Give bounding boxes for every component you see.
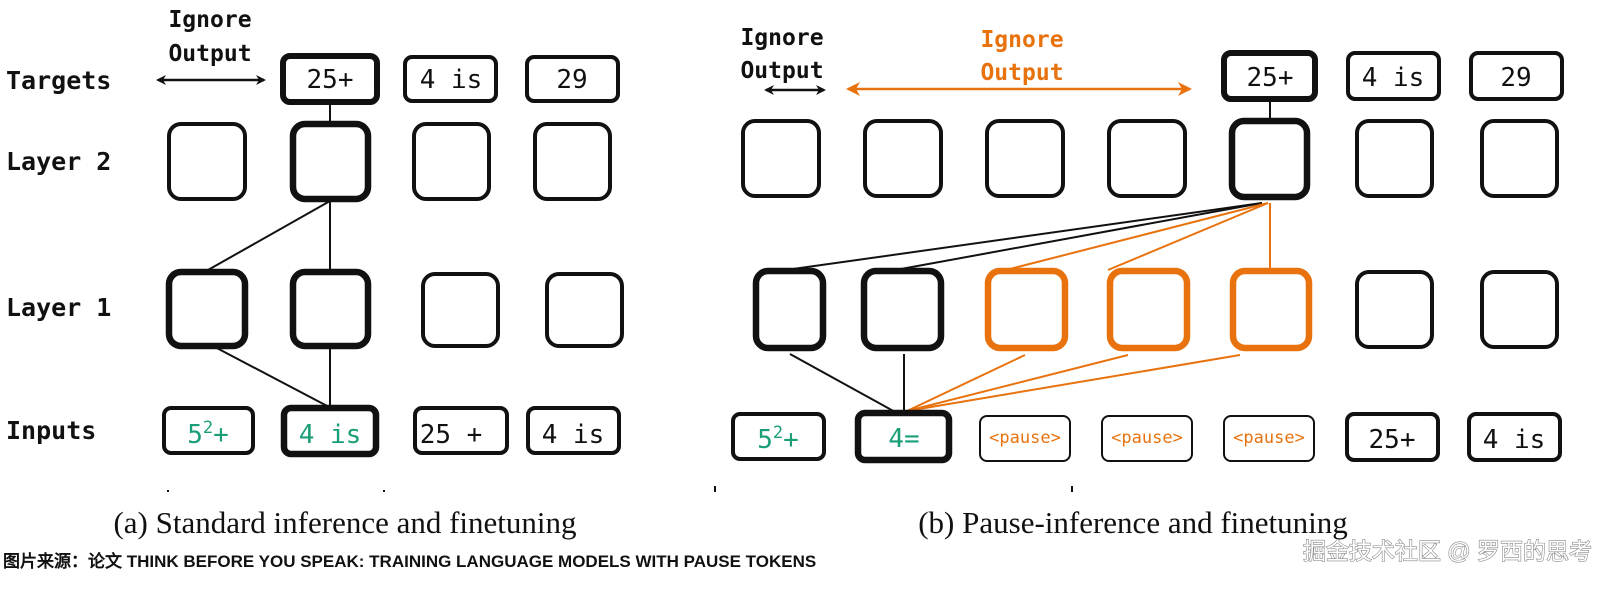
target-token-b-2 [1469, 51, 1564, 101]
tick-mark [714, 486, 716, 492]
input-token-b-6 [1467, 412, 1562, 462]
input-token-b-pause [1223, 415, 1315, 462]
input-text-b-6: 4 is [1483, 425, 1546, 455]
row-label-layer1: Layer 1 [6, 293, 111, 322]
edge-b [789, 353, 898, 414]
tick-mark [1071, 486, 1073, 492]
layer1-node-a [421, 272, 500, 348]
input-token-a-3 [526, 406, 621, 455]
target-token-a-1 [403, 55, 498, 103]
edge-a [207, 200, 331, 271]
ignore-output-label-a-line1: Ignore [168, 7, 251, 33]
ignore-output-label-b-line1: Ignore [740, 25, 823, 51]
input-token-a-1 [280, 404, 380, 458]
input-text-a-2: 25 + [420, 420, 483, 450]
source-credit: 图片来源：论文 THINK BEFORE YOU SPEAK: TRAINING… [3, 551, 816, 571]
input-text-a-3: 4 is [542, 420, 605, 450]
layer1-node-b [1480, 270, 1559, 349]
layer2-node-a [533, 122, 612, 201]
tick-mark [383, 490, 385, 492]
layer2-node-b [985, 119, 1065, 198]
ignore-output-label-a-line2: Output [168, 41, 251, 67]
layer1-node-a [545, 272, 624, 348]
layer1-node-b-pause [984, 267, 1069, 352]
row-label-inputs: Inputs [6, 416, 96, 445]
layer2-node-b-active [1228, 117, 1311, 201]
layer2-node-b [1480, 119, 1559, 198]
edge-b-pause [906, 354, 1241, 412]
target-text-a-0: 25+ [307, 65, 354, 95]
layer2-node-b [1355, 119, 1434, 198]
target-token-b-0 [1221, 50, 1318, 102]
target-token-a-2 [525, 55, 620, 103]
input-token-b-0 [731, 412, 826, 461]
input-token-a-0 [162, 406, 255, 455]
target-text-b-2: 29 [1500, 63, 1531, 93]
row-label-layer2: Layer 2 [6, 147, 111, 176]
layer1-node-b-pause [1106, 267, 1191, 352]
edge-a [212, 345, 332, 409]
target-text-a-2: 29 [556, 65, 587, 95]
edge-b [900, 202, 1263, 270]
target-token-a-0 [280, 53, 380, 105]
edge-b [792, 202, 1263, 270]
input-text-a-1: 4 is [299, 420, 362, 450]
edge-b-pause [1107, 202, 1269, 271]
layer1-node-b-active [860, 267, 945, 352]
pause-token-text: <pause> [1111, 428, 1183, 448]
input-token-b-pause [1101, 415, 1193, 462]
caption-b: (b) Pause-inference and finetuning [918, 505, 1348, 540]
input-token-a-2 [413, 406, 509, 455]
layer1-node-b-active [752, 267, 827, 352]
layer1-node-a-active [289, 268, 372, 350]
ignore-pause-label-line2: Output [980, 60, 1063, 86]
ignore-pause-label-line1: Ignore [980, 27, 1063, 53]
input-token-b-pause [979, 415, 1071, 462]
layer1-node-b-pause [1229, 267, 1313, 352]
ignore-output-label-b-line2: Output [740, 58, 823, 84]
edge-b-pause [906, 354, 1129, 412]
row-label-targets: Targets [6, 66, 111, 95]
layer2-node-a-active [289, 120, 372, 203]
layer2-node-a [412, 122, 491, 201]
input-text-b-0: 52+ [757, 423, 799, 455]
pause-token-text: <pause> [1233, 428, 1305, 448]
edge-b-pause [1005, 202, 1269, 271]
caption-a: (a) Standard inference and finetuning [113, 505, 576, 540]
target-text-b-1: 4 is [1362, 63, 1425, 93]
watermark: 掘金技术社区 @ 罗西的思考 [1303, 538, 1592, 564]
layer1-node-a-active [165, 268, 249, 350]
edge-b-pause [906, 354, 1026, 412]
target-text-a-1: 4 is [420, 65, 483, 95]
layer2-node-a [167, 122, 247, 201]
input-text-b-1: 4= [888, 424, 919, 454]
target-text-b-0: 25+ [1247, 63, 1294, 93]
input-text-b-5: 25+ [1369, 425, 1416, 455]
layer2-node-b [863, 119, 943, 198]
input-text-a-0: 52+ [187, 418, 229, 450]
input-token-b-5 [1345, 412, 1440, 462]
layer2-node-b [1107, 119, 1187, 198]
input-token-b-1 [854, 409, 953, 464]
layer2-node-b [741, 119, 821, 198]
pause-token-text: <pause> [989, 428, 1061, 448]
target-token-b-1 [1346, 51, 1441, 101]
layer1-node-b [1355, 270, 1434, 349]
tick-mark [167, 490, 169, 492]
panel-a: Ignore Output 25+ 4 is 29 52+ 4 is 25 + [113, 7, 624, 540]
panel-b: Ignore Output Ignore Output 25+ 4 is 29 [731, 25, 1564, 540]
